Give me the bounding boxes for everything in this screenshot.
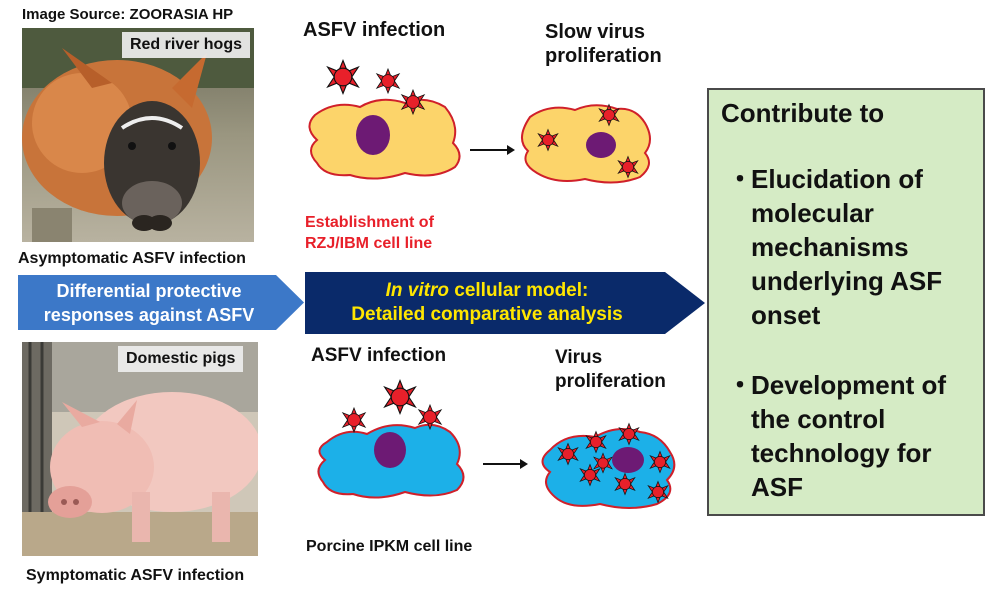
red-river-hog-photo: Red river hogs xyxy=(22,28,254,242)
virus-proliferation-title-2: proliferation xyxy=(555,371,666,392)
cell-line-title-2: RZJ/IBM cell line xyxy=(305,235,433,252)
cell-line-title-1: Establishment of xyxy=(305,214,434,231)
cellular-model-arrow: In vitro cellular model: Detailed compar… xyxy=(305,272,705,334)
virus-proliferation-title-1: Virus xyxy=(555,347,603,368)
bullet-marker: ・ xyxy=(727,370,754,400)
top-infection-title: ASFV infection xyxy=(303,19,446,41)
slow-proliferation-title-1: Slow virus xyxy=(545,21,646,43)
asymptomatic-cell-diagram xyxy=(308,59,651,184)
comparative-analysis-text: Detailed comparative analysis xyxy=(351,304,623,325)
differential-line-1: Differential protective xyxy=(56,281,242,301)
outcome-bullet-2: ・ Development of the control technology … xyxy=(727,368,977,504)
outcome-box: Contribute to ・ Elucidation of molecular… xyxy=(707,88,985,516)
nucleus xyxy=(374,432,406,468)
nucleus xyxy=(612,447,644,473)
nucleus xyxy=(356,115,390,155)
ipkm-cell-line-label: Porcine IPKM cell line xyxy=(306,538,473,555)
in-vitro-text: In vitro xyxy=(385,280,449,301)
outcome-bullet-2-text: Development of the control technology fo… xyxy=(751,370,947,502)
bullet-marker: ・ xyxy=(727,164,754,194)
domestic-pigs-label: Domestic pigs xyxy=(118,346,244,372)
virus-particle xyxy=(376,68,400,94)
nucleus xyxy=(586,132,616,158)
cellular-model-text: cellular model: xyxy=(448,280,589,301)
outcome-bullet-1: ・ Elucidation of molecular mechanisms un… xyxy=(727,162,977,332)
bottom-infection-title: ASFV infection xyxy=(311,345,447,366)
image-source-credit: Image Source: ZOORASIA HP xyxy=(22,6,234,23)
virus-particle xyxy=(342,407,366,433)
asymptomatic-caption: Asymptomatic ASFV infection xyxy=(18,250,246,267)
virus-particle xyxy=(384,379,416,415)
yellow-infected-cell xyxy=(521,104,651,184)
outcome-bullet-1-text: Elucidation of molecular mechanisms unde… xyxy=(751,164,943,330)
symptomatic-caption: Symptomatic ASFV infection xyxy=(26,567,245,584)
differential-responses-arrow: Differential protective responses agains… xyxy=(18,275,304,330)
symptomatic-cell-diagram xyxy=(317,379,676,509)
differential-line-2: responses against ASFV xyxy=(43,305,255,325)
virus-particle xyxy=(327,59,359,95)
domestic-pig-photo: Domestic pigs xyxy=(22,342,258,556)
outcome-title: Contribute to xyxy=(721,98,885,128)
slow-proliferation-title-2: proliferation xyxy=(545,45,662,67)
red-river-hogs-label: Red river hogs xyxy=(121,32,250,58)
